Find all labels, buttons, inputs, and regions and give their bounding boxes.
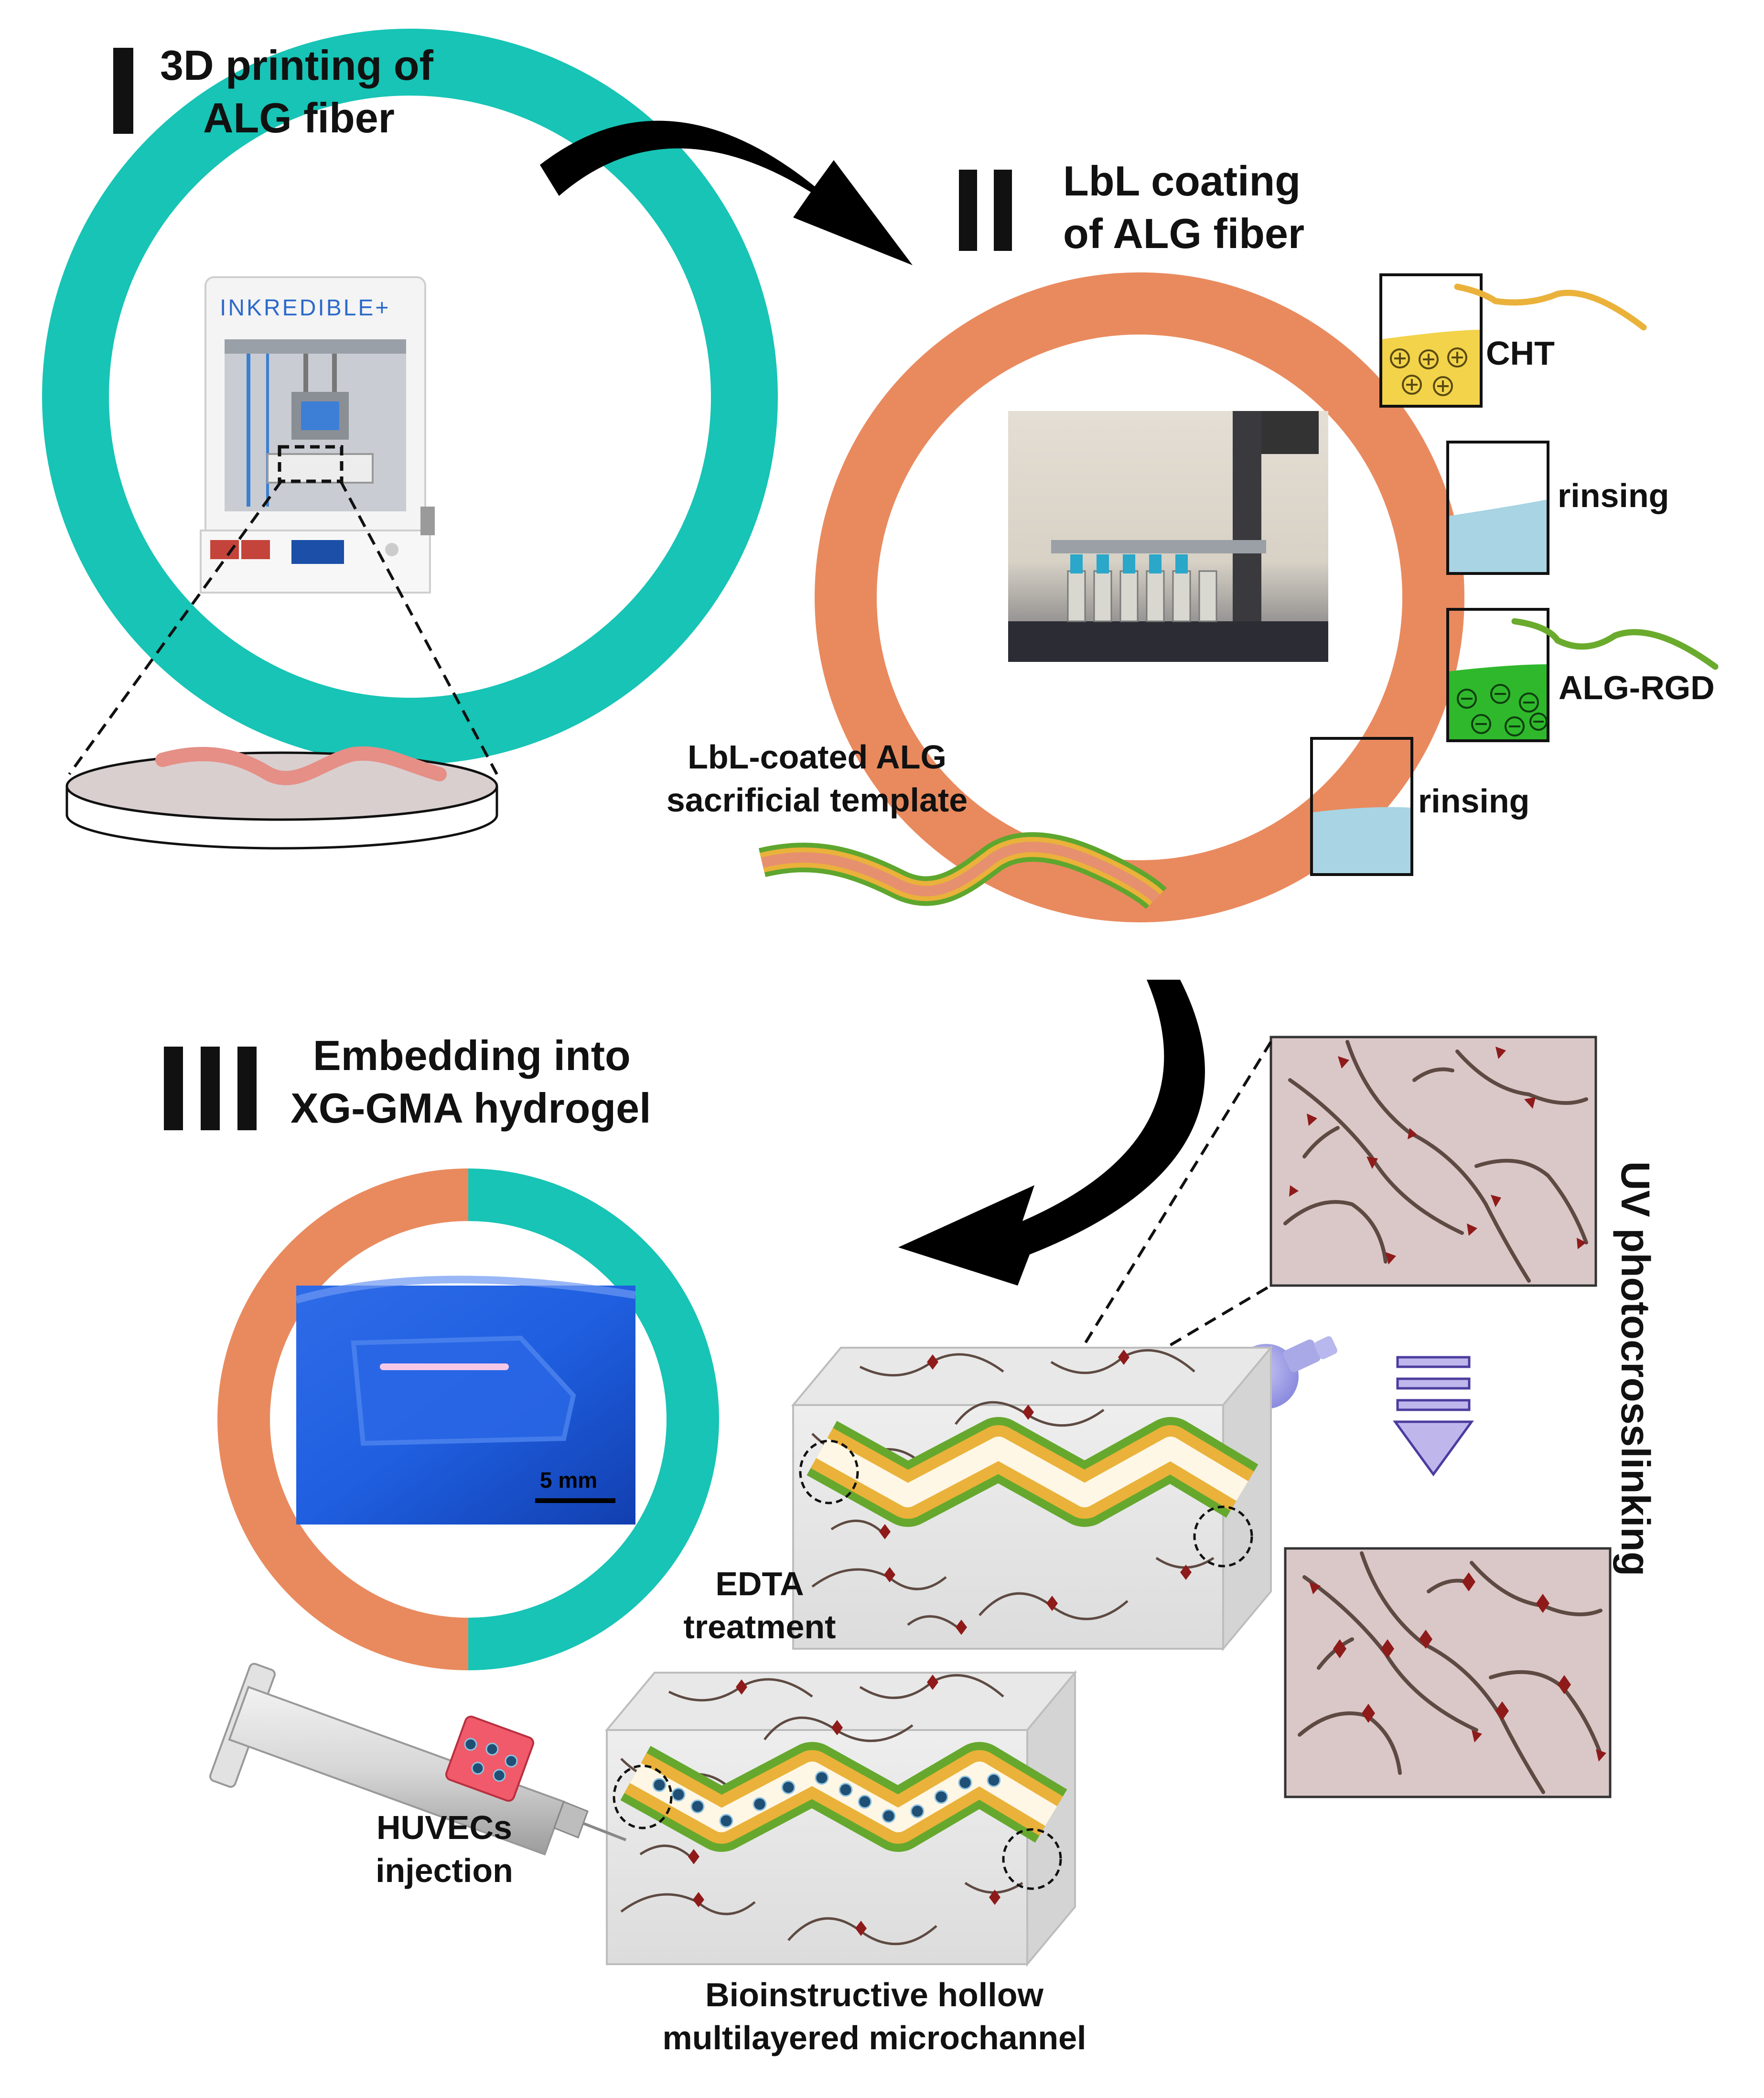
final-label-line1: Bioinstructive hollow [705,1976,1043,2013]
uv-photocrosslinking-label: UV photocrosslinking [1613,1161,1658,1577]
template-label-line1: LbL-coated ALG [688,738,947,776]
beaker-rinse-1 [1446,441,1549,575]
hydrogel-photo [295,1276,636,1525]
ring-half-orange [217,1168,468,1670]
step-two-numeral-bar-2 [994,170,1012,251]
hydrogel-block-edta [791,1345,1273,1652]
network-panel-uncrosslinked [1269,1036,1597,1287]
template-label-line2: sacrificial template [666,781,968,819]
positive-charges [1390,347,1467,396]
step-one-title-line1: 3D printing of [160,42,433,89]
cht-polymer-strand [1454,283,1647,331]
step-one-numeral-bar [113,48,133,134]
network-zoom-line-b [1100,1284,1272,1387]
scale-bar-line [535,1498,615,1503]
hydrogel-block-huvec [604,1670,1077,1967]
ring-half-teal [468,1168,719,1670]
petri-dish [65,751,498,850]
beaker-rinse-2 [1310,737,1413,876]
step-one-title-line2: ALG fiber [203,94,395,141]
step-two-title-line2: of ALG fiber [1063,210,1305,257]
template-alg-core [761,842,1160,902]
edta-label-line2: treatment [683,1608,836,1645]
printer-zoom-box [278,445,344,483]
printed-alg-fiber [155,746,447,786]
negative-charges [1457,684,1548,736]
huvec-label-line1: HUVECs [376,1809,512,1846]
beaker-cht-label: CHT [1486,335,1555,372]
arrow-step1-to-step2 [540,120,913,265]
alg-rgd-polymer-strand [1511,618,1719,670]
beaker-rinse-2-label: rinsing [1418,782,1530,820]
network-zoom-line-a [1074,1041,1272,1361]
lbl-robot-photo [1008,411,1328,662]
step-three-numeral-bar-3 [237,1047,257,1130]
syringe-icon [209,1663,627,1856]
edta-channel-lumen [816,1437,1248,1507]
step-three-title-line1: Embedding into [313,1032,631,1079]
huvec-label-line2: injection [376,1852,513,1889]
printer-brand: INKREDIBLE+ [220,295,391,321]
scale-bar-label: 5 mm [540,1468,598,1492]
beaker-rinse-1-label: rinsing [1558,477,1669,514]
step-three-numeral-bar-1 [164,1047,183,1130]
zoom-line-left [68,479,283,775]
step-three-numeral-bar-2 [201,1047,220,1130]
final-label-line2: multilayered microchannel [662,2019,1086,2056]
network-panel-crosslinked [1284,1547,1612,1798]
uv-down-arrow-icon [1393,1356,1474,1477]
beaker-cht [1379,273,1483,408]
printer-photo [200,276,435,594]
teal-ring [42,29,778,765]
step-two-title-line1: LbL coating [1063,157,1301,205]
step-two-numeral-bar-1 [959,170,977,251]
arrow-step2-to-step3 [898,980,1205,1286]
zoom-line-right [339,479,498,775]
step-three-title-line2: XG-GMA hydrogel [290,1084,651,1132]
beaker-alg-rgd-label: ALG-RGD [1559,669,1715,706]
edta-label-line1: EDTA [715,1565,804,1602]
